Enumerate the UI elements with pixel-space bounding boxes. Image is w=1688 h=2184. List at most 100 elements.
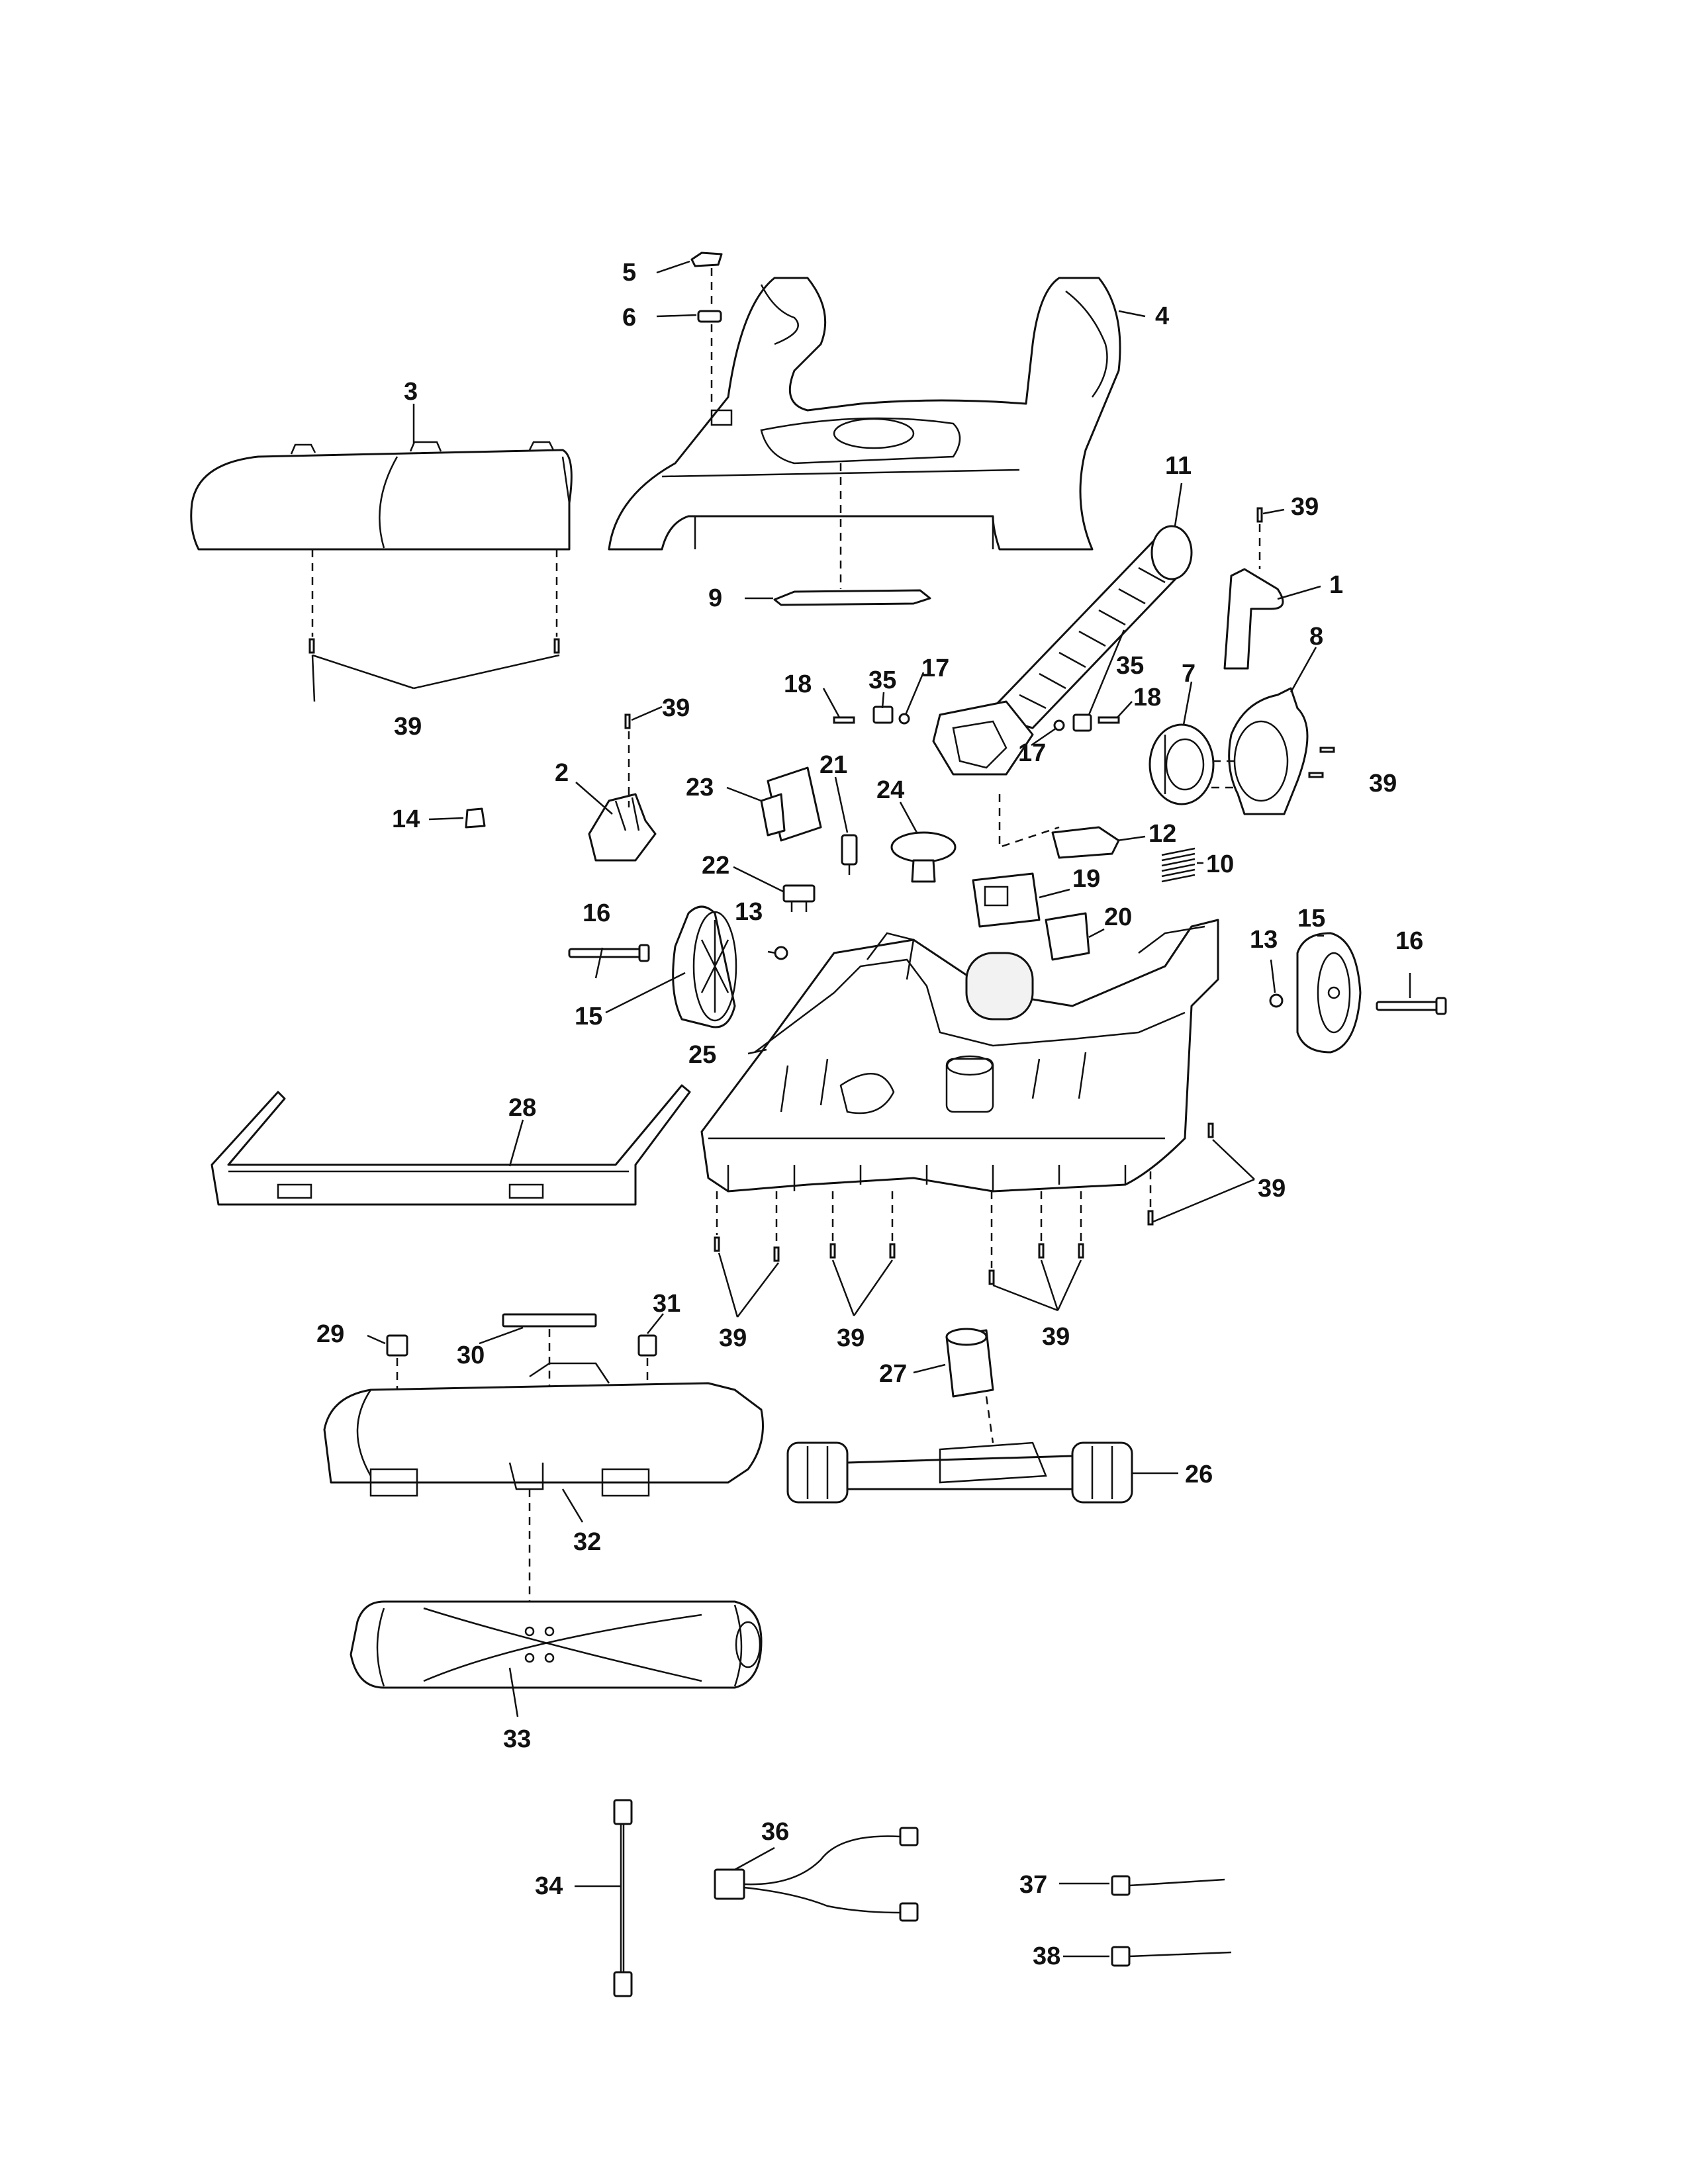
part-32-nozzle-housing bbox=[323, 1362, 764, 1497]
part-7-cap bbox=[1149, 723, 1215, 805]
callout-35-right: 35 bbox=[1116, 652, 1144, 680]
part-29-bracket bbox=[386, 1334, 408, 1357]
part-27-belt-cup bbox=[945, 1328, 994, 1398]
callout-28: 28 bbox=[508, 1094, 536, 1122]
part-8-bracket bbox=[1228, 687, 1309, 815]
part-33-brushroll bbox=[350, 1600, 763, 1689]
callout-39-top-right: 39 bbox=[1291, 493, 1319, 521]
callout-13-right: 13 bbox=[1250, 926, 1278, 954]
callout-15-right: 15 bbox=[1297, 905, 1325, 933]
callout-26: 26 bbox=[1185, 1461, 1213, 1488]
callout-10: 10 bbox=[1206, 850, 1234, 878]
callout-18-right: 18 bbox=[1133, 684, 1161, 711]
part-13-washer-right bbox=[1269, 993, 1284, 1008]
callout-33: 33 bbox=[503, 1725, 531, 1753]
part-30-strip bbox=[502, 1313, 597, 1328]
part-19-switch-block bbox=[972, 872, 1041, 928]
callout-35-left: 35 bbox=[868, 666, 896, 694]
part-21-switch bbox=[841, 834, 858, 875]
callout-13-left: 13 bbox=[735, 898, 763, 926]
part-25-base bbox=[700, 919, 1219, 1193]
part-2-bracket bbox=[588, 793, 657, 862]
part-4-upper-housing bbox=[608, 277, 1121, 551]
part-16-axle-left bbox=[568, 944, 650, 962]
part-18-screw-right bbox=[1098, 716, 1120, 724]
part-23-switch-cover bbox=[760, 766, 822, 842]
part-5-clip bbox=[690, 251, 723, 267]
callout-37: 37 bbox=[1019, 1871, 1047, 1899]
callout-34: 34 bbox=[535, 1872, 563, 1900]
callout-12: 12 bbox=[1149, 820, 1176, 848]
callout-39-bracket: 39 bbox=[662, 694, 690, 722]
callout-16-left: 16 bbox=[583, 899, 610, 927]
callout-39-base-3: 39 bbox=[1042, 1323, 1070, 1351]
callout-36: 36 bbox=[761, 1818, 789, 1846]
callout-32: 32 bbox=[573, 1528, 601, 1556]
part-37-wire bbox=[1111, 1875, 1225, 1896]
callout-16-right: 16 bbox=[1395, 927, 1423, 955]
part-17-washer-left bbox=[898, 713, 910, 725]
screw-group bbox=[308, 507, 1335, 1285]
callout-4: 4 bbox=[1155, 302, 1169, 330]
callout-11: 11 bbox=[1165, 452, 1192, 480]
part-20-bracket bbox=[1045, 912, 1090, 961]
part-13-washer-left bbox=[774, 946, 788, 960]
callout-21: 21 bbox=[820, 751, 847, 779]
part-17-washer-right bbox=[1053, 719, 1065, 731]
part-34-harness bbox=[613, 1799, 633, 1997]
callout-30: 30 bbox=[457, 1342, 485, 1369]
part-31-bracket bbox=[637, 1334, 657, 1357]
callout-25: 25 bbox=[688, 1041, 716, 1069]
callout-2: 2 bbox=[555, 759, 569, 787]
callout-15-left: 15 bbox=[575, 1003, 602, 1030]
callout-1: 1 bbox=[1329, 571, 1343, 599]
part-24-lens bbox=[890, 831, 957, 883]
part-11-hose bbox=[932, 525, 1193, 776]
leader-lines bbox=[311, 260, 1411, 1958]
part-16-axle-right bbox=[1376, 997, 1447, 1015]
part-36-y-harness bbox=[714, 1827, 919, 1922]
callout-labels: 1 2 3 4 5 6 7 8 9 10 11 12 13 13 14 15 1… bbox=[316, 259, 1423, 1970]
callout-20: 20 bbox=[1104, 903, 1132, 931]
callout-6: 6 bbox=[622, 304, 636, 332]
part-35-clip-right bbox=[1072, 713, 1092, 732]
callout-39-side: 39 bbox=[1369, 770, 1397, 797]
part-18-screw-left bbox=[833, 716, 855, 724]
callout-19: 19 bbox=[1072, 865, 1100, 893]
callout-39-base-1: 39 bbox=[719, 1324, 747, 1352]
part-15-wheel-left bbox=[672, 905, 737, 1028]
callout-29: 29 bbox=[316, 1320, 344, 1348]
callout-39-base-2: 39 bbox=[837, 1324, 865, 1352]
callout-8: 8 bbox=[1309, 623, 1323, 651]
part-28-bumper bbox=[211, 1084, 691, 1206]
part-22-connector bbox=[782, 884, 816, 912]
callout-14: 14 bbox=[392, 805, 420, 833]
callout-38: 38 bbox=[1033, 1942, 1060, 1970]
callout-22: 22 bbox=[702, 852, 729, 880]
callout-17-left: 17 bbox=[921, 655, 949, 682]
callout-31: 31 bbox=[653, 1290, 680, 1318]
part-15-wheel-right bbox=[1296, 932, 1362, 1054]
callout-17-right: 17 bbox=[1018, 739, 1046, 767]
part-26-drive-assembly bbox=[786, 1441, 1133, 1504]
callout-23: 23 bbox=[686, 774, 714, 801]
part-9-strip bbox=[773, 589, 931, 606]
part-1-latch bbox=[1223, 568, 1284, 670]
callout-9: 9 bbox=[708, 584, 722, 612]
part-3-top-cover bbox=[190, 441, 573, 551]
callout-27: 27 bbox=[879, 1360, 907, 1388]
part-14-wire-nut bbox=[465, 807, 486, 829]
part-12-plate bbox=[1051, 826, 1120, 859]
callout-18-left: 18 bbox=[784, 670, 812, 698]
part-10-spring bbox=[1161, 847, 1196, 883]
callout-39-cover: 39 bbox=[394, 713, 422, 741]
callout-7: 7 bbox=[1182, 660, 1196, 688]
callout-24: 24 bbox=[876, 776, 904, 804]
callout-3: 3 bbox=[404, 378, 418, 406]
callout-39-base-right: 39 bbox=[1258, 1175, 1286, 1203]
callout-5: 5 bbox=[622, 259, 636, 287]
part-38-wire bbox=[1111, 1946, 1232, 1967]
part-6-pad bbox=[697, 310, 722, 323]
part-35-clip-left bbox=[872, 705, 894, 724]
